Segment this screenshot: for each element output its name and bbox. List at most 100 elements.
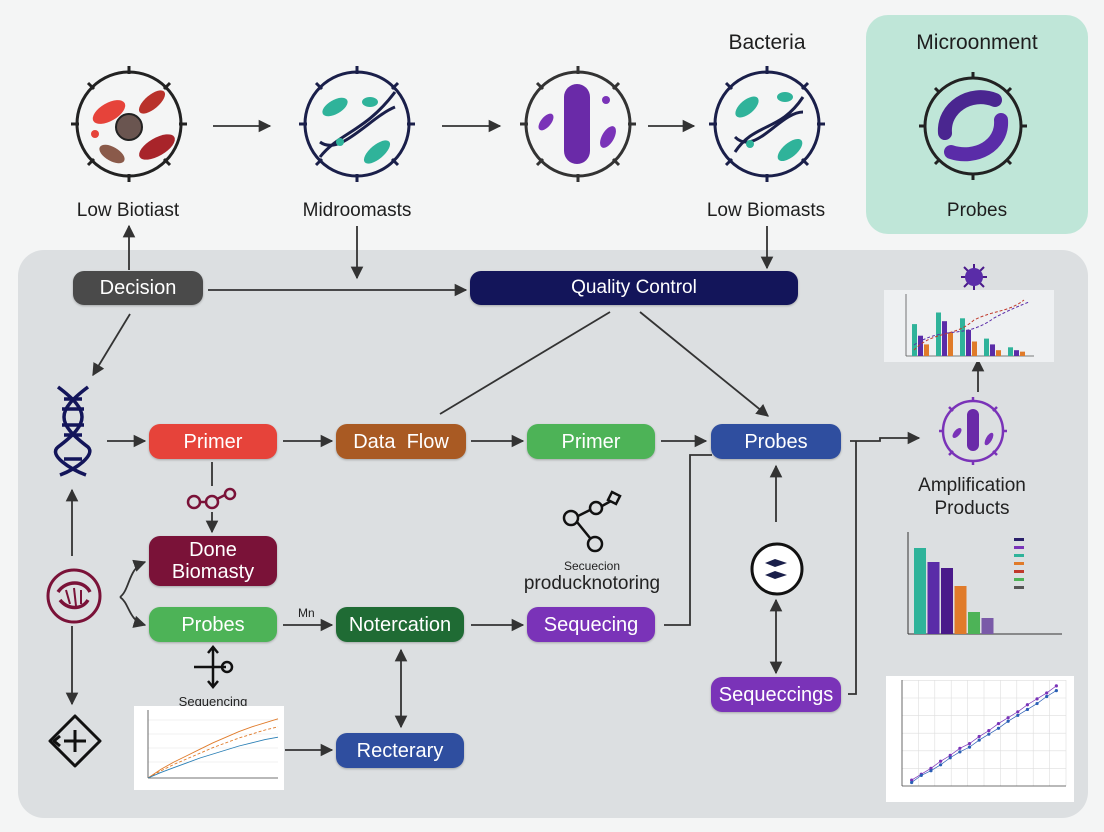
quality-control-node[interactable]: Quality Control xyxy=(470,271,798,305)
seq-line xyxy=(147,718,279,779)
scatter-point xyxy=(948,756,952,760)
scatter-point xyxy=(958,750,962,754)
scatter-point xyxy=(977,738,981,742)
amplification-bars xyxy=(914,548,994,634)
microbe-icon-3 xyxy=(520,66,636,182)
notercation-node[interactable]: Notercation xyxy=(336,607,464,642)
scatter-point xyxy=(1045,691,1049,695)
header-label-midroomasts: Midroomasts xyxy=(302,200,412,221)
fish-circle-icon xyxy=(750,542,804,596)
scatter-point xyxy=(1025,707,1030,712)
scatter-point xyxy=(977,734,981,739)
primer-node-1[interactable]: Primer xyxy=(149,424,277,459)
header-label-low-biomasts: Low Biomasts xyxy=(706,200,826,221)
amplification-microbe-icon xyxy=(939,397,1007,465)
amp-bar xyxy=(981,618,994,634)
scatter-point xyxy=(1006,719,1010,723)
amp-bar xyxy=(968,612,980,634)
microbe-icon-4 xyxy=(709,66,825,182)
scatter-point xyxy=(910,780,914,785)
scatter-point xyxy=(967,742,972,746)
scatter-point xyxy=(938,759,943,763)
microbe-icon-1 xyxy=(71,66,187,182)
sequencing-small-label: Sequencing xyxy=(178,694,248,709)
crosshair-icon xyxy=(194,645,234,689)
data-flow-node[interactable]: Data Flow xyxy=(336,424,466,459)
pathway-icon xyxy=(562,490,622,553)
mini-bar xyxy=(972,341,977,356)
scatter-point xyxy=(987,732,991,736)
micro-title: Microonment xyxy=(916,31,1038,54)
scatter-point xyxy=(987,729,991,733)
done-biomasty-line-1: Done xyxy=(189,539,237,561)
mini-bar xyxy=(996,350,1001,356)
scatter-point xyxy=(1054,684,1058,688)
sequeccings-node[interactable]: Sequeccings xyxy=(711,677,841,712)
amp-bar xyxy=(927,562,940,634)
done-biomasty-node[interactable]: Done Biomasty xyxy=(149,536,277,586)
scatter-point xyxy=(967,745,972,749)
mini-bar xyxy=(1014,350,1019,356)
scatter-point xyxy=(938,763,943,767)
diamond-arrows-icon xyxy=(48,714,102,768)
scatter-point xyxy=(1025,703,1030,707)
amplification-line-2: Products xyxy=(934,498,1010,519)
scatter-point xyxy=(996,726,1001,730)
mini-bar xyxy=(966,329,971,356)
recterary-node[interactable]: Recterary xyxy=(336,733,464,768)
mini-bar xyxy=(912,324,917,356)
mini-bar xyxy=(924,344,929,356)
microbe-icon-5 xyxy=(919,72,1027,180)
scatter-point xyxy=(958,746,962,750)
primer-node-2[interactable]: Primer xyxy=(527,424,655,459)
scatter-point xyxy=(996,721,1001,726)
mini-bar xyxy=(984,338,989,356)
mini-bar-chart xyxy=(884,290,1054,362)
seq-caption-line-2: produck​notoring xyxy=(523,573,661,594)
decision-node[interactable]: Decision xyxy=(73,271,203,305)
scatter-point xyxy=(929,769,933,773)
mini-bar xyxy=(990,344,995,356)
probes-node-left[interactable]: Probes xyxy=(149,607,277,642)
scatter-point xyxy=(948,753,952,757)
amp-bar xyxy=(914,548,926,634)
scatter-trend xyxy=(911,685,1057,781)
microenvironment-box xyxy=(866,15,1088,234)
scatter-chart xyxy=(886,676,1074,802)
mini-bar xyxy=(942,321,947,356)
seq-line xyxy=(147,726,279,779)
amp-bar xyxy=(941,568,953,634)
mn-label: Mn xyxy=(298,606,315,620)
scatter-point xyxy=(1006,716,1010,720)
sequencing-node[interactable]: Sequecing xyxy=(527,607,655,642)
scatter-point xyxy=(1016,710,1020,714)
scatter-point xyxy=(910,778,914,782)
scatter-point xyxy=(929,766,933,770)
seq-caption-line-1: Secuecion xyxy=(563,559,621,573)
seq-line xyxy=(147,736,279,779)
sequencing-lines xyxy=(147,718,279,779)
scatter-point xyxy=(1045,694,1049,699)
sequencing-line-chart xyxy=(134,706,284,790)
done-biomasty-line-2: Biomasty xyxy=(171,561,255,583)
mini-bar xyxy=(1020,351,1025,356)
mini-bar xyxy=(1008,347,1013,356)
amp-legend xyxy=(1014,538,1024,589)
microbe-icon-2 xyxy=(299,66,415,182)
mini-bar xyxy=(918,335,923,356)
mini-bar xyxy=(960,318,965,356)
probes-node-main[interactable]: Probes xyxy=(711,424,841,459)
mini-bar xyxy=(948,332,953,356)
cell-icon xyxy=(46,568,102,624)
amplification-line-1: Amplification xyxy=(918,475,1026,496)
scatter-point xyxy=(1016,713,1020,717)
molecule-icon xyxy=(186,487,237,510)
scatter-point xyxy=(1035,701,1039,706)
header-label-low-biotiast: Low Biotiast xyxy=(76,200,180,221)
scatter-points xyxy=(910,684,1058,785)
dna-icon xyxy=(53,385,92,477)
header-label-bacteria: Bacteria xyxy=(728,31,806,54)
scatter-point xyxy=(1054,689,1058,693)
amp-bar xyxy=(954,586,967,634)
